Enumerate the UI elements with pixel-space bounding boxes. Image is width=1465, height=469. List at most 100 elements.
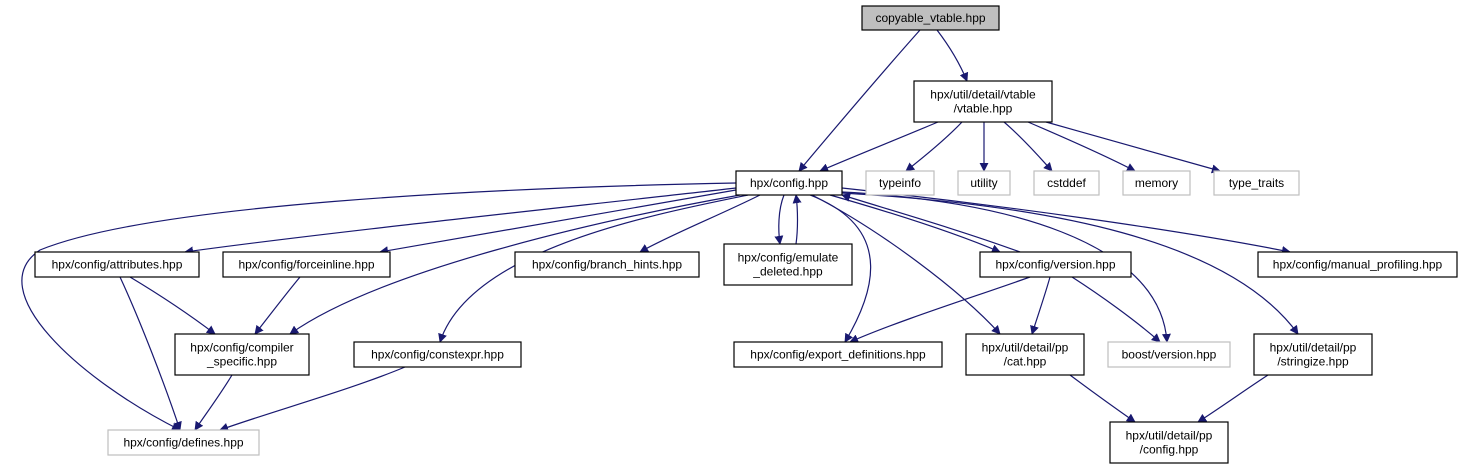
edge-compiler-specific-to-defines — [194, 374, 233, 431]
node-label: hpx/config/constexpr.hpp — [371, 348, 504, 362]
node-typeinfo[interactable]: typeinfo — [865, 170, 935, 196]
node-label: hpx/config/version.hpp — [995, 258, 1115, 272]
node-box — [1107, 341, 1231, 368]
node-label: /vtable.hpp — [954, 102, 1013, 116]
node-box — [1122, 170, 1191, 196]
node-box — [1109, 421, 1229, 464]
edge-config-to-emulate-deleted — [774, 194, 785, 245]
node-label: hpx/config/manual_profiling.hpp — [1273, 258, 1443, 272]
node-label: hpx/config/emulate — [738, 251, 839, 265]
node-label: hpx/config/branch_hints.hpp — [532, 258, 682, 272]
node-manual-profiling[interactable]: hpx/config/manual_profiling.hpp — [1257, 251, 1458, 278]
node-label: typeinfo — [879, 176, 921, 190]
node-emulate-deleted[interactable]: hpx/config/emulate_deleted.hpp — [723, 243, 853, 286]
node-label: hpx/config/defines.hpp — [123, 436, 243, 450]
node-box — [222, 251, 391, 278]
node-box — [353, 341, 522, 368]
node-label: hpx/config/attributes.hpp — [52, 258, 183, 272]
node-label: /stringize.hpp — [1277, 355, 1349, 369]
edge-vtable-to-typeinfo — [905, 121, 963, 172]
node-label: hpx/config/forceinline.hpp — [238, 258, 374, 272]
node-box — [913, 80, 1053, 123]
edge-config-to-forceinline — [379, 189, 737, 256]
edge-version-to-config — [841, 193, 1021, 253]
node-box — [861, 5, 1000, 31]
edge-config-to-constexpr — [438, 194, 749, 343]
node-box — [1253, 333, 1373, 376]
edge-config-to-defines — [21, 182, 737, 431]
node-box — [174, 333, 310, 376]
node-type-traits[interactable]: type_traits — [1213, 170, 1300, 196]
node-branch-hints[interactable]: hpx/config/branch_hints.hpp — [514, 251, 700, 278]
node-box — [514, 251, 700, 278]
node-constexpr[interactable]: hpx/config/constexpr.hpp — [353, 341, 522, 368]
edge-config-to-attributes — [184, 187, 737, 256]
node-label: _specific.hpp — [206, 355, 277, 369]
node-pp-cat[interactable]: hpx/util/detail/pp/cat.hpp — [965, 333, 1085, 376]
edge-copyable-vtable-to-vtable — [936, 29, 969, 82]
node-label: hpx/config/compiler — [190, 341, 293, 355]
node-boost-version[interactable]: boost/version.hpp — [1107, 341, 1231, 368]
node-label: /config.hpp — [1140, 443, 1199, 457]
node-pp-config[interactable]: hpx/util/detail/pp/config.hpp — [1109, 421, 1229, 464]
node-version[interactable]: hpx/config/version.hpp — [979, 251, 1132, 278]
edge-forceinline-to-compiler-specific — [254, 276, 301, 335]
edge-vtable-to-memory — [1027, 121, 1136, 172]
node-label: hpx/util/detail/pp — [1270, 341, 1357, 355]
node-compiler-specific[interactable]: hpx/config/compiler_specific.hpp — [174, 333, 310, 376]
node-box — [733, 341, 943, 368]
node-label: hpx/util/detail/pp — [982, 341, 1069, 355]
node-label: copyable_vtable.hpp — [875, 11, 985, 25]
node-box — [1033, 170, 1100, 196]
node-box — [965, 333, 1085, 376]
node-config[interactable]: hpx/config.hpp — [735, 170, 843, 196]
node-box — [979, 251, 1132, 278]
node-defines[interactable]: hpx/config/defines.hpp — [107, 429, 260, 456]
node-box — [957, 170, 1011, 196]
node-label: hpx/util/detail/pp — [1126, 429, 1213, 443]
edge-attributes-to-compiler-specific — [129, 276, 216, 335]
edge-emulate-deleted-to-config — [792, 194, 802, 245]
node-forceinline[interactable]: hpx/config/forceinline.hpp — [222, 251, 391, 278]
node-label: hpx/config.hpp — [750, 176, 828, 190]
node-vtable[interactable]: hpx/util/detail/vtable/vtable.hpp — [913, 80, 1053, 123]
node-utility[interactable]: utility — [957, 170, 1011, 196]
edge-copyable-vtable-to-config — [798, 29, 921, 172]
edge-layer — [21, 29, 1299, 432]
edge-attributes-to-defines — [119, 276, 182, 431]
node-box — [1213, 170, 1300, 196]
edge-vtable-to-config — [819, 121, 939, 172]
edge-version-to-pp-cat — [1030, 276, 1051, 335]
node-label: boost/version.hpp — [1122, 348, 1217, 362]
node-label: memory — [1135, 176, 1178, 190]
edge-constexpr-to-defines — [219, 366, 406, 432]
edge-config-to-pp-stringize — [841, 192, 1299, 335]
node-label: _deleted.hpp — [752, 265, 823, 279]
edge-pp-stringize-to-pp-config — [1197, 374, 1269, 423]
edge-version-to-export-definitions — [849, 276, 1031, 343]
edge-version-to-boost-version — [1071, 276, 1161, 343]
node-label: type_traits — [1229, 176, 1284, 190]
node-label: hpx/util/detail/vtable — [930, 88, 1036, 102]
node-cstddef[interactable]: cstddef — [1033, 170, 1100, 196]
node-label: /cat.hpp — [1004, 355, 1047, 369]
node-label: hpx/config/export_definitions.hpp — [750, 348, 926, 362]
node-box — [735, 170, 843, 196]
node-box — [1257, 251, 1458, 278]
node-label: utility — [970, 176, 997, 190]
node-memory[interactable]: memory — [1122, 170, 1191, 196]
node-box — [865, 170, 935, 196]
edge-pp-cat-to-pp-config — [1069, 374, 1136, 423]
edge-vtable-to-type-traits — [1045, 121, 1221, 174]
node-pp-stringize[interactable]: hpx/util/detail/pp/stringize.hpp — [1253, 333, 1373, 376]
edge-config-to-pp-cat — [811, 194, 1001, 335]
node-layer: copyable_vtable.hpp hpx/util/detail/vtabl… — [34, 5, 1458, 464]
node-attributes[interactable]: hpx/config/attributes.hpp — [34, 251, 200, 278]
node-box — [34, 251, 200, 278]
edge-vtable-to-cstddef — [1003, 121, 1053, 172]
node-export-definitions[interactable]: hpx/config/export_definitions.hpp — [733, 341, 943, 368]
node-box — [107, 429, 260, 456]
edge-config-to-branch-hints — [639, 194, 761, 253]
node-copyable-vtable[interactable]: copyable_vtable.hpp — [861, 5, 1000, 31]
